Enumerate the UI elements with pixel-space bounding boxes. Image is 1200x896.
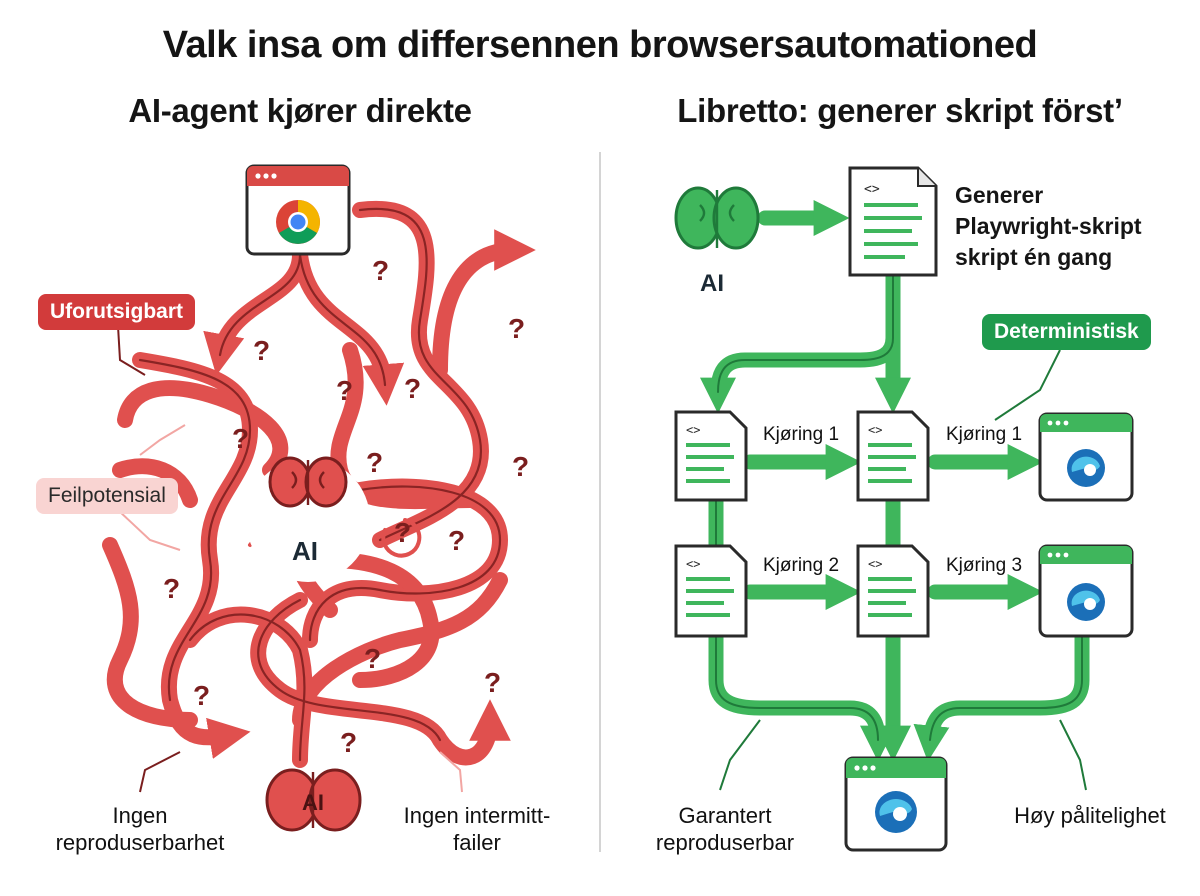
page-title: Valk insa om differsennen browsersautoma… bbox=[162, 24, 1038, 66]
chrome-browser-icon bbox=[245, 164, 351, 256]
question-mark: ? bbox=[512, 451, 529, 482]
ai-label: AI bbox=[700, 270, 724, 297]
ai-center-label: AI bbox=[292, 536, 318, 566]
question-mark: ? bbox=[340, 727, 357, 758]
tangled-red-paths bbox=[102, 200, 536, 768]
question-mark: ? bbox=[163, 573, 180, 604]
question-mark: ? bbox=[448, 525, 465, 556]
question-mark: ? bbox=[232, 423, 249, 454]
brain-icon bbox=[674, 186, 760, 250]
center-divider bbox=[599, 152, 601, 852]
left-heading: AI-agent kjører direkte bbox=[128, 92, 472, 129]
caption-no-reproducibility: Ingen reproduserbarhet bbox=[55, 803, 225, 855]
green-flow-arrows bbox=[700, 199, 1090, 762]
question-mark: ? bbox=[394, 517, 411, 548]
run-label: Kjøring 2 bbox=[763, 555, 840, 576]
question-mark: ? bbox=[253, 335, 270, 366]
svg-text:<>: <> bbox=[864, 182, 880, 197]
caption-no-intermittent-failures: Ingen intermitt-failer bbox=[403, 803, 551, 855]
document-code-icon: <> bbox=[674, 410, 748, 502]
question-mark: ? bbox=[404, 373, 421, 404]
ai-bottom-label: AI bbox=[302, 790, 324, 815]
document-code-icon: <> bbox=[674, 544, 748, 638]
brain-icon bbox=[265, 768, 362, 832]
document-code-icon: <> bbox=[856, 410, 930, 502]
right-heading: Libretto: generer skript förstʼ bbox=[677, 92, 1123, 129]
tag-error-potential: Feilpotensial bbox=[36, 478, 178, 514]
right-callout-lines bbox=[719, 349, 1087, 791]
question-mark: ? bbox=[508, 313, 525, 344]
document-code-icon: <> bbox=[848, 166, 938, 277]
svg-text:<>: <> bbox=[868, 423, 882, 437]
question-mark: ? bbox=[336, 375, 353, 406]
edge-browser-icon bbox=[1038, 544, 1134, 638]
tag-unpredictable: Uforutsigbart bbox=[38, 294, 195, 330]
document-code-icon: <> bbox=[856, 544, 930, 638]
edge-browser-icon bbox=[1038, 412, 1134, 502]
question-marks: ? ? ? ? ? ? ? ? ? ? ? ? ? ? ? bbox=[163, 255, 529, 758]
run-label: Kjøring 3 bbox=[946, 555, 1023, 576]
svg-text:<>: <> bbox=[686, 423, 700, 437]
run-label: Kjøring 1 bbox=[946, 424, 1023, 445]
tag-deterministic: Deterministisk bbox=[982, 314, 1151, 350]
edge-browser-icon bbox=[844, 756, 948, 852]
question-mark: ? bbox=[193, 680, 210, 711]
question-mark: ? bbox=[366, 447, 383, 478]
caption-high-reliability: Høy pålitelighet bbox=[1014, 803, 1166, 828]
question-mark: ? bbox=[372, 255, 389, 286]
generate-script-text: Generer Playwright-skript skript én gang bbox=[955, 182, 1142, 270]
question-mark: ? bbox=[484, 667, 501, 698]
run-label: Kjøring 1 bbox=[763, 424, 840, 445]
caption-guaranteed-reproducible: Garantert reproduserbar bbox=[655, 803, 795, 855]
left-callout-lines bbox=[117, 325, 463, 793]
svg-text:<>: <> bbox=[686, 557, 700, 571]
svg-text:<>: <> bbox=[868, 557, 882, 571]
brain-icon bbox=[246, 456, 370, 582]
question-mark: ? bbox=[364, 643, 381, 674]
